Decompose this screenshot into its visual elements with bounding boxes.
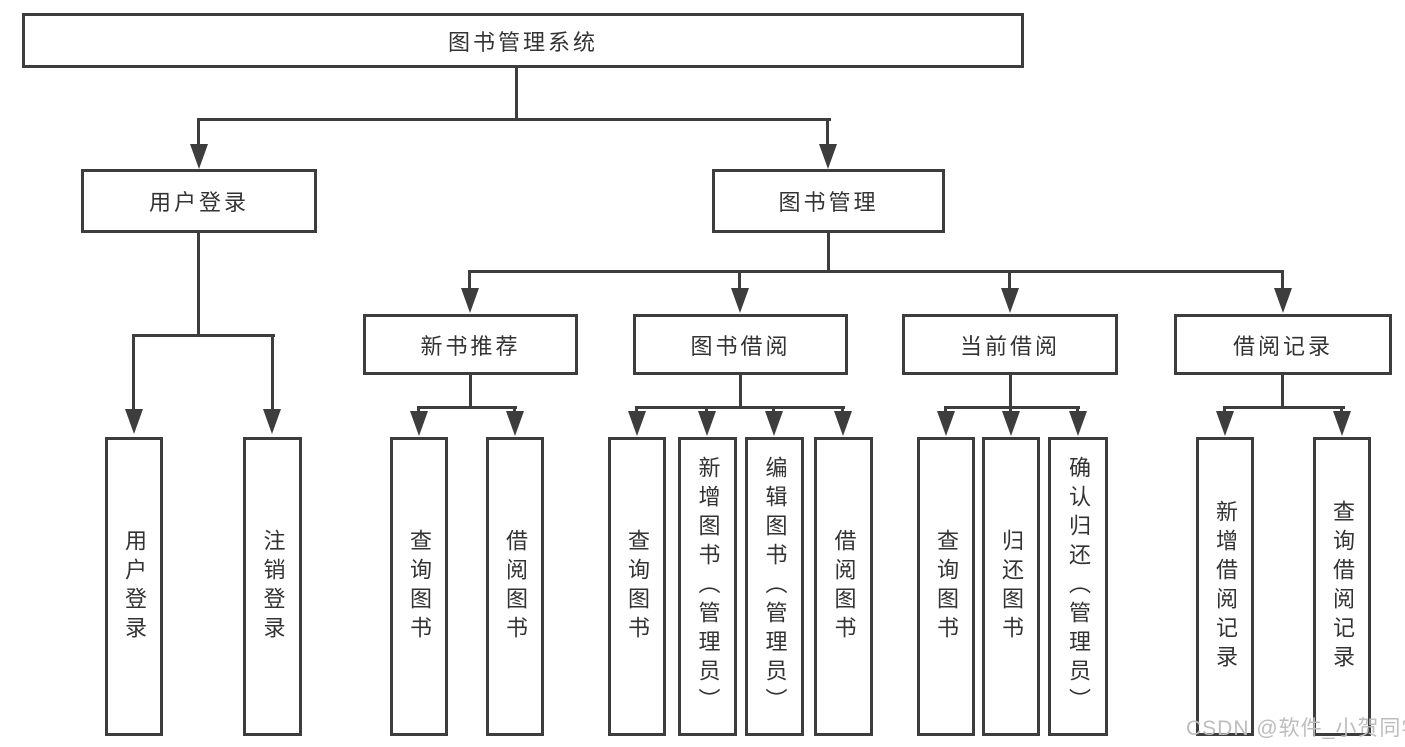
connector-line [841, 406, 844, 413]
arrowhead-down-icon [1002, 411, 1020, 436]
arrowhead-down-icon [731, 288, 749, 313]
connector-line [417, 406, 420, 413]
connector-line [1009, 406, 1012, 413]
arrowhead-down-icon [834, 411, 852, 436]
connector-line [132, 334, 275, 337]
leaf-add-books-admin: 新增图书（管理员） [678, 437, 737, 736]
connector-line [1281, 270, 1284, 290]
node-label: 图书借阅 [690, 333, 791, 359]
node-label: 借阅图书 [503, 528, 528, 645]
connector-line [469, 375, 472, 408]
arrowhead-down-icon [628, 411, 646, 436]
leaf-confirm-return-admin: 确认归还（管理员） [1048, 437, 1108, 736]
node-label: 新书推荐 [420, 333, 521, 359]
leaf-edit-books-admin: 编辑图书（管理员） [745, 437, 804, 736]
node-current-borrowing: 当前借阅 [902, 314, 1118, 375]
connector-line [827, 233, 830, 273]
node-label: 用户登录 [122, 528, 147, 645]
connector-line [635, 406, 638, 413]
connector-line [1008, 270, 1011, 290]
connector-line [1009, 375, 1012, 408]
node-label: 注销登录 [260, 528, 286, 645]
node-label: 借阅记录 [1232, 333, 1333, 359]
arrowhead-down-icon [698, 411, 716, 436]
node-label: 查询图书 [407, 528, 432, 645]
leaf-borrow-books-borrowing: 借阅图书 [814, 437, 873, 736]
node-label: 用户登录 [148, 190, 249, 215]
arrowhead-down-icon [937, 411, 955, 436]
leaf-query-borrow-record: 查询借阅记录 [1313, 437, 1371, 736]
connector-line [417, 406, 517, 409]
arrowhead-down-icon [125, 409, 143, 434]
node-label: 借阅图书 [831, 528, 857, 645]
connector-line [944, 406, 947, 413]
arrowhead-down-icon [1274, 288, 1292, 313]
leaf-return-books: 归还图书 [982, 437, 1040, 736]
node-borrowing-records: 借阅记录 [1174, 314, 1392, 375]
arrowhead-down-icon [1001, 288, 1019, 313]
arrowhead-down-icon [190, 144, 208, 169]
connector-line [513, 406, 516, 413]
connector-line [197, 118, 831, 121]
leaf-logout: 注销登录 [243, 437, 302, 736]
leaf-query-books-recommend: 查询图书 [390, 437, 448, 736]
arrowhead-down-icon [1333, 411, 1351, 436]
node-label: 编辑图书（管理员） [762, 456, 788, 717]
leaf-add-borrow-record: 新增借阅记录 [1196, 437, 1254, 736]
node-label: 归还图书 [999, 528, 1024, 645]
connector-line [1223, 406, 1226, 413]
node-label: 图书管理 [778, 190, 879, 215]
connector-line [515, 68, 518, 120]
node-label: 当前借阅 [959, 333, 1060, 359]
arrowhead-down-icon [1069, 411, 1087, 436]
connector-line [739, 375, 742, 408]
connector-line [635, 406, 845, 409]
node-label: 查询借阅记录 [1330, 499, 1355, 674]
connector-line [132, 334, 135, 411]
node-new-book-recommend: 新书推荐 [363, 314, 578, 375]
watermark: CSDN @软件_小贺同学 [1186, 717, 1405, 740]
connector-line [1076, 406, 1079, 413]
node-label: 查询图书 [934, 528, 959, 645]
arrowhead-down-icon [410, 411, 428, 436]
connector-line [1281, 375, 1284, 408]
leaf-borrow-books-recommend: 借阅图书 [486, 437, 544, 736]
connector-line [197, 233, 200, 337]
node-label: 图书管理系统 [447, 29, 598, 55]
arrowhead-down-icon [819, 144, 837, 169]
arrowhead-down-icon [1216, 411, 1234, 436]
connector-line [944, 406, 1080, 409]
node-label: 新增借阅记录 [1213, 499, 1238, 674]
leaf-query-books-borrowing: 查询图书 [608, 437, 666, 736]
leaf-query-books-current: 查询图书 [917, 437, 975, 736]
node-book-borrowing: 图书借阅 [633, 314, 848, 375]
arrowhead-down-icon [461, 288, 479, 313]
leaf-user-login: 用户登录 [105, 437, 163, 736]
node-book-management: 图书管理 [712, 169, 945, 233]
connector-line [738, 270, 741, 290]
node-root-system: 图书管理系统 [22, 13, 1024, 68]
arrowhead-down-icon [765, 411, 783, 436]
node-user-login: 用户登录 [81, 169, 317, 233]
connector-line [826, 118, 829, 146]
connector-line [468, 270, 1284, 273]
connector-line [271, 334, 274, 411]
node-label: 新增图书（管理员） [695, 456, 721, 717]
node-label: 查询图书 [625, 528, 650, 645]
connector-line [1223, 406, 1345, 409]
connector-line [468, 270, 471, 290]
arrowhead-down-icon [506, 411, 524, 436]
connector-line [1340, 406, 1343, 413]
node-label: 确认归还（管理员） [1066, 456, 1091, 717]
connector-line [772, 406, 775, 413]
connector-line [705, 406, 708, 413]
connector-line [197, 118, 200, 146]
arrowhead-down-icon [263, 409, 281, 434]
